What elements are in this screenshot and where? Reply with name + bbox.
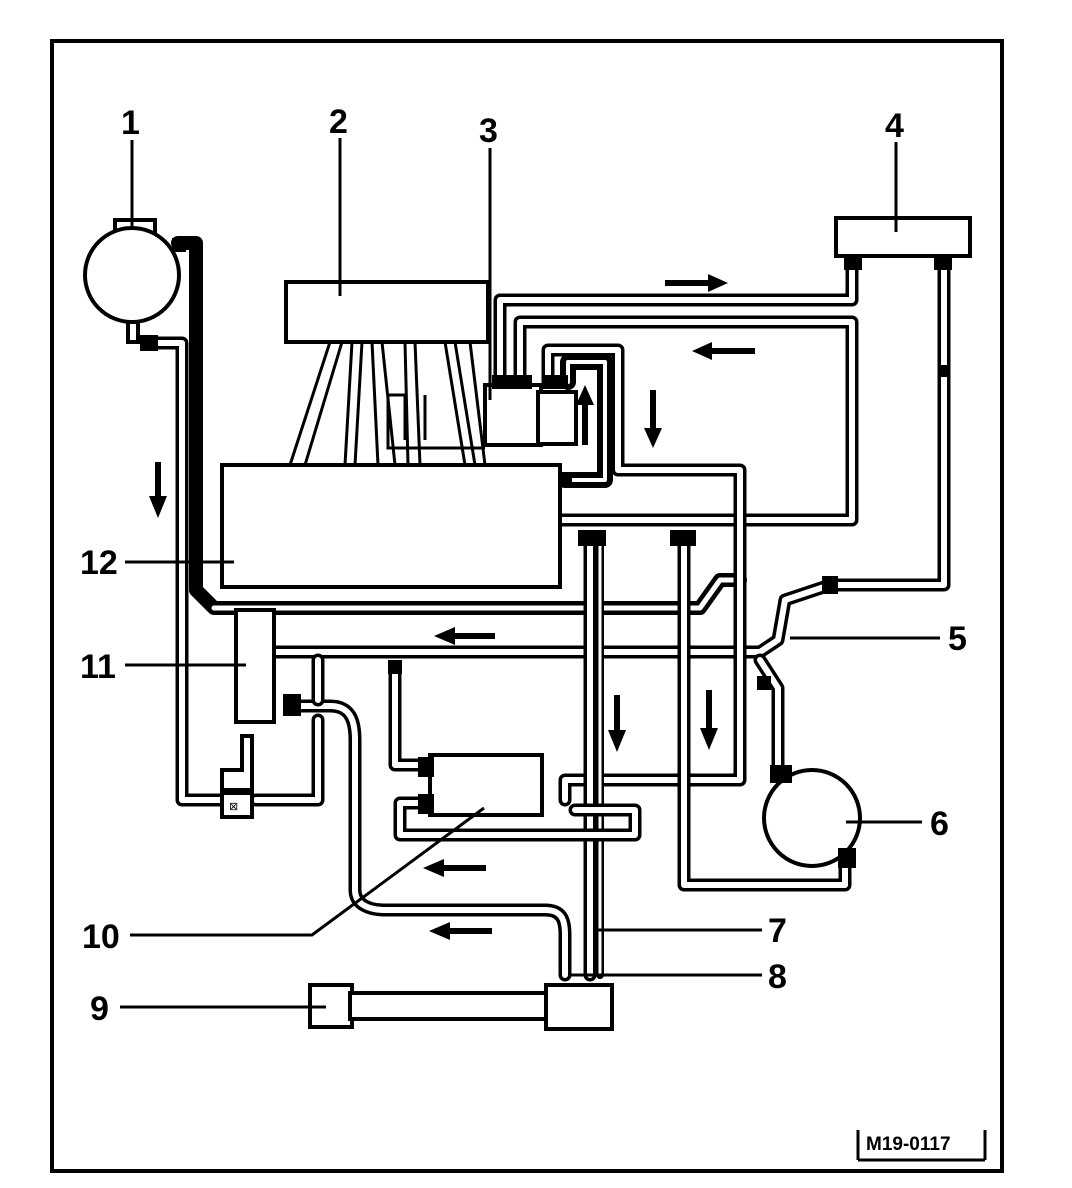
- label-4: 4: [885, 107, 904, 145]
- component-11: ⊠: [220, 608, 301, 819]
- arrow-down-icon: [608, 695, 626, 752]
- label-7: 7: [768, 912, 787, 950]
- component-6: [762, 765, 862, 868]
- callout-labels: 1 2 3 4 5 6 7 8 9 10 11 12: [80, 103, 967, 1028]
- component-10: [418, 753, 544, 817]
- component-2: [284, 280, 490, 344]
- arrow-up-icon: [576, 385, 594, 445]
- component-3-solenoid-valve: [483, 375, 578, 447]
- figure-id-box: M19-0117: [856, 1130, 987, 1162]
- label-6: 6: [930, 805, 949, 843]
- label-5: 5: [948, 620, 967, 658]
- component-1-vacuum-reservoir: [83, 218, 186, 351]
- label-3: 3: [479, 112, 498, 150]
- flow-arrows: [149, 274, 755, 940]
- svg-text:⊠: ⊠: [229, 801, 238, 813]
- arrow-left-icon: [429, 922, 492, 940]
- arrow-down-icon: [149, 462, 167, 518]
- components: ⊠: [83, 216, 972, 1031]
- label-2: 2: [329, 103, 348, 141]
- arrow-left-icon: [434, 627, 495, 645]
- label-1: 1: [121, 104, 140, 142]
- arrow-down-icon: [644, 390, 662, 448]
- component-9-8-pipe: [308, 983, 614, 1031]
- label-8: 8: [768, 958, 787, 996]
- component-12-intake-manifold: [220, 463, 696, 589]
- label-11: 11: [80, 648, 116, 686]
- arrow-right-icon: [665, 274, 728, 292]
- label-9: 9: [90, 990, 109, 1028]
- arrow-left-icon: [423, 859, 486, 877]
- diagram-frame: [50, 39, 1004, 1173]
- component-4: [834, 216, 972, 270]
- leader-lines: [120, 138, 940, 1009]
- label-12: 12: [80, 544, 118, 582]
- figure-id: M19-0117: [866, 1134, 951, 1155]
- label-10: 10: [82, 918, 120, 956]
- arrow-down-icon: [700, 690, 718, 750]
- arrow-left-icon: [692, 342, 755, 360]
